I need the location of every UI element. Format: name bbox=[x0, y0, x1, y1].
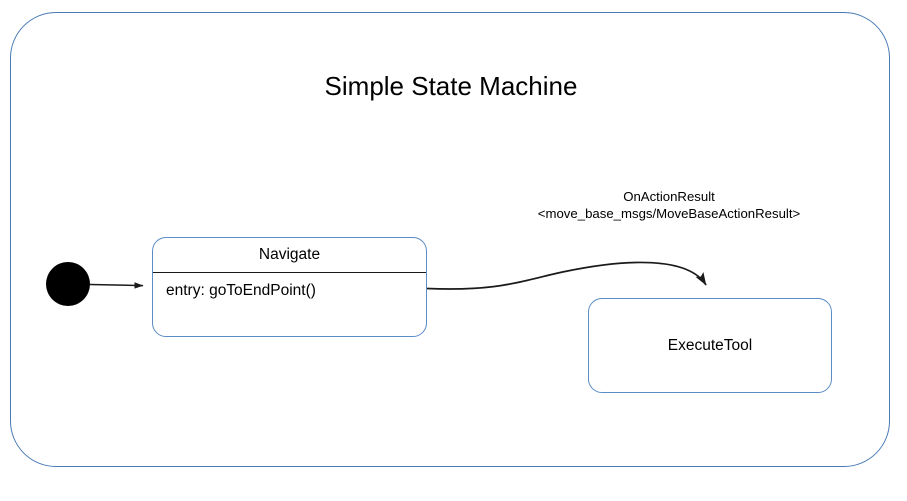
transition-label-message-type: <move_base_msgs/MoveBaseActionResult> bbox=[537, 206, 801, 221]
state-node-navigate[interactable]: Navigate entry: goToEndPoint() bbox=[152, 237, 427, 337]
state-name-navigate: Navigate bbox=[258, 246, 321, 263]
state-entry-action-navigate: entry: goToEndPoint() bbox=[166, 282, 316, 299]
transition-label-event: OnActionResult bbox=[623, 189, 715, 204]
initial-state-node[interactable] bbox=[46, 262, 90, 306]
state-name-executetool: ExecuteTool bbox=[667, 336, 753, 354]
diagram-title: Simple State Machine bbox=[324, 71, 578, 101]
state-compartment-divider bbox=[153, 272, 426, 273]
transition-label-onactionresult: OnActionResult <move_base_msgs/MoveBaseA… bbox=[469, 188, 869, 222]
state-machine-container[interactable]: Simple State Machine bbox=[10, 12, 890, 467]
state-node-executetool[interactable]: ExecuteTool bbox=[588, 298, 832, 393]
